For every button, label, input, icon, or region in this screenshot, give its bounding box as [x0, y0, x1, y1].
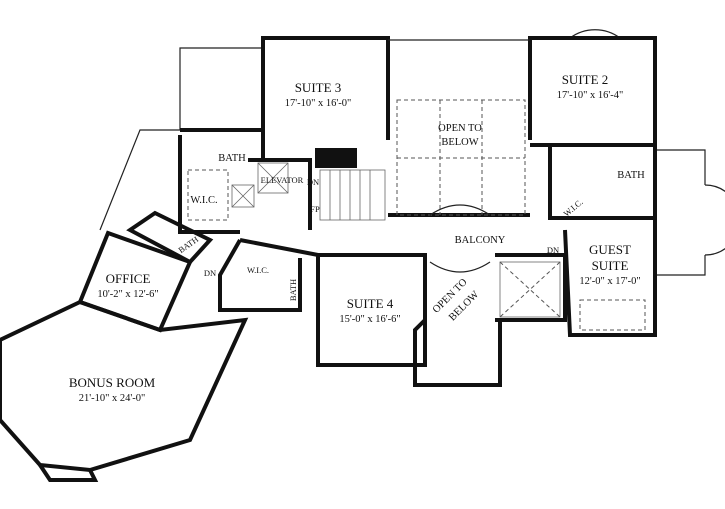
guest-dim: 12'-0" x 17'-0" — [579, 276, 640, 287]
elevator-label: ELEVATOR — [261, 175, 304, 185]
wic-left-label: W.I.C. — [190, 195, 217, 206]
walls — [0, 36, 657, 482]
suite2-label: SUITE 2 — [562, 72, 609, 87]
bonus-label: BONUS ROOM — [69, 375, 156, 390]
dn-stair-label: DN — [307, 177, 319, 187]
suite3-label: SUITE 3 — [295, 80, 342, 95]
open-top-label-2: BELOW — [441, 137, 478, 148]
open-to-below-grid — [396, 99, 526, 273]
room-labels: SUITE 3 17'-10" x 16'-0" OPEN TO BELOW S… — [69, 72, 645, 404]
office-label: OFFICE — [106, 271, 151, 286]
suite3-dim: 17'-10" x 16'-0" — [285, 98, 352, 109]
fp-label: FP — [310, 204, 320, 214]
suite4-label: SUITE 4 — [347, 296, 394, 311]
guest-label-2: SUITE — [592, 258, 629, 273]
guest-label: GUEST — [589, 242, 631, 257]
wic-suite4-label: W.I.C. — [247, 265, 269, 275]
bonus-dim: 21'-10" x 24'-0" — [79, 393, 146, 404]
wic-right-label: W.I.C. — [561, 197, 584, 219]
roof-outlines — [99, 29, 725, 276]
suite4-dim: 15'-0" x 16'-6" — [339, 314, 400, 325]
office-dim: 10'-2" x 12'-6" — [97, 289, 158, 300]
bath-suite4-label: BATH — [288, 279, 298, 301]
balcony-label: BALCONY — [455, 235, 506, 246]
dn-office-label: DN — [204, 268, 216, 278]
open-top-label: OPEN TO — [438, 123, 482, 134]
stairs — [231, 148, 561, 318]
bath-right-label: BATH — [617, 170, 645, 181]
suite2-dim: 17'-10" x 16'-4" — [557, 90, 624, 101]
dn-right-label: DN — [547, 245, 559, 255]
bath-left-label: BATH — [218, 153, 246, 164]
